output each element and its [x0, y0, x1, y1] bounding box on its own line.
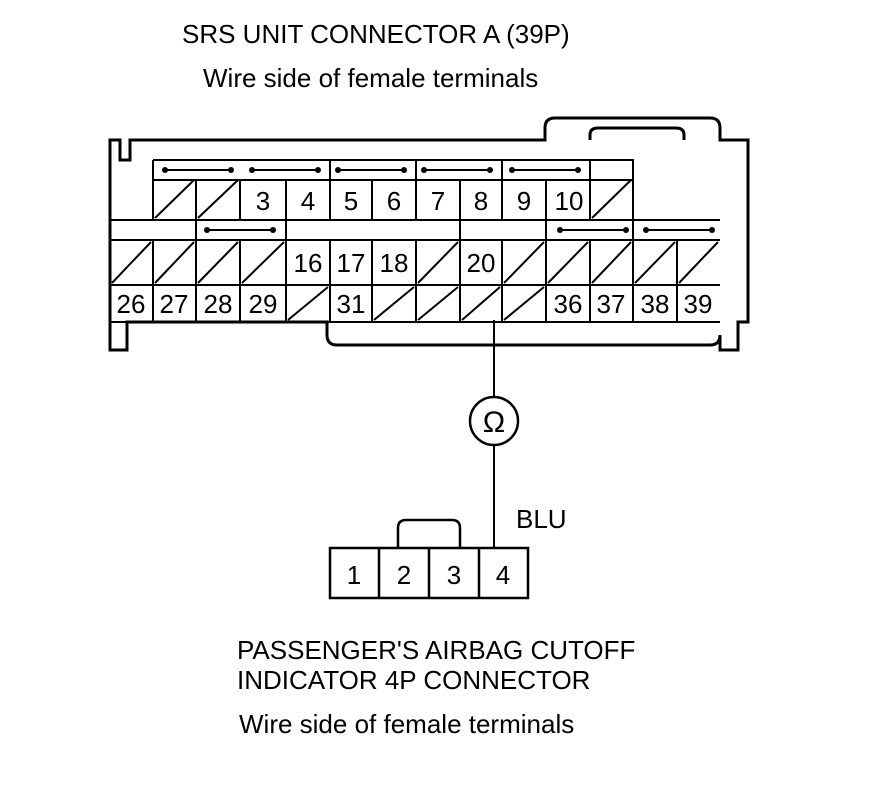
indicator-connector-subtitle: Wire side of female terminals	[239, 709, 575, 739]
pin-label: 6	[387, 186, 401, 216]
pin-label: 31	[337, 289, 366, 319]
indicator-connector-housing	[328, 546, 530, 600]
pin-label: 5	[344, 186, 358, 216]
pin-label: 29	[249, 289, 278, 319]
pin-label: 7	[431, 186, 445, 216]
pin-label: 3	[447, 560, 461, 590]
indicator-connector-labels: 1 2 3 4	[347, 560, 510, 590]
pin-label: 4	[301, 186, 315, 216]
indicator-connector-title-line1: PASSENGER'S AIRBAG CUTOFF	[237, 635, 636, 665]
pin-label: 8	[474, 186, 488, 216]
pin-label: 38	[641, 289, 670, 319]
indicator-connector-title: PASSENGER'S AIRBAG CUTOFF INDICATOR 4P C…	[237, 635, 635, 695]
pin-label: 2	[397, 560, 411, 590]
srs-connector-subtitle: Wire side of female terminals	[203, 63, 539, 93]
pin-label: 36	[554, 289, 583, 319]
pin-label: 37	[597, 289, 626, 319]
ohm-icon: Ω	[483, 406, 505, 439]
pin-label: 1	[347, 560, 361, 590]
ohmmeter-circle	[468, 395, 520, 447]
srs-connector-title: SRS UNIT CONNECTOR A (39P)	[182, 19, 570, 49]
srs-connector-housing	[108, 116, 750, 352]
pin-label: 20	[467, 248, 496, 278]
srs-row3-labels: 26 27 28 29 31 36 37 38 39	[117, 289, 713, 319]
shorting-bar-dots	[162, 167, 715, 233]
pin-label: 27	[160, 289, 189, 319]
indicator-connector-latch	[396, 518, 462, 548]
pin-label: 9	[517, 186, 531, 216]
wire-color-label: BLU	[516, 504, 567, 534]
srs-connector-latch	[588, 126, 686, 140]
srs-row1-labels: 3 4 5 6 7 8 9 10	[256, 186, 584, 216]
empty-cavity-marks	[111, 179, 719, 321]
pin-label: 17	[337, 248, 366, 278]
srs-row2-labels: 16 17 18 20	[294, 248, 496, 278]
pin-label: 16	[294, 248, 323, 278]
pin-label: 39	[684, 289, 713, 319]
pin-label: 10	[555, 186, 584, 216]
pin-label: 3	[256, 186, 270, 216]
pin-label: 26	[117, 289, 146, 319]
pin-label: 18	[380, 248, 409, 278]
shorting-bars	[165, 169, 712, 231]
indicator-connector-title-line2: INDICATOR 4P CONNECTOR	[237, 665, 591, 696]
pin-label: 4	[496, 560, 510, 590]
pin-label: 28	[204, 289, 233, 319]
